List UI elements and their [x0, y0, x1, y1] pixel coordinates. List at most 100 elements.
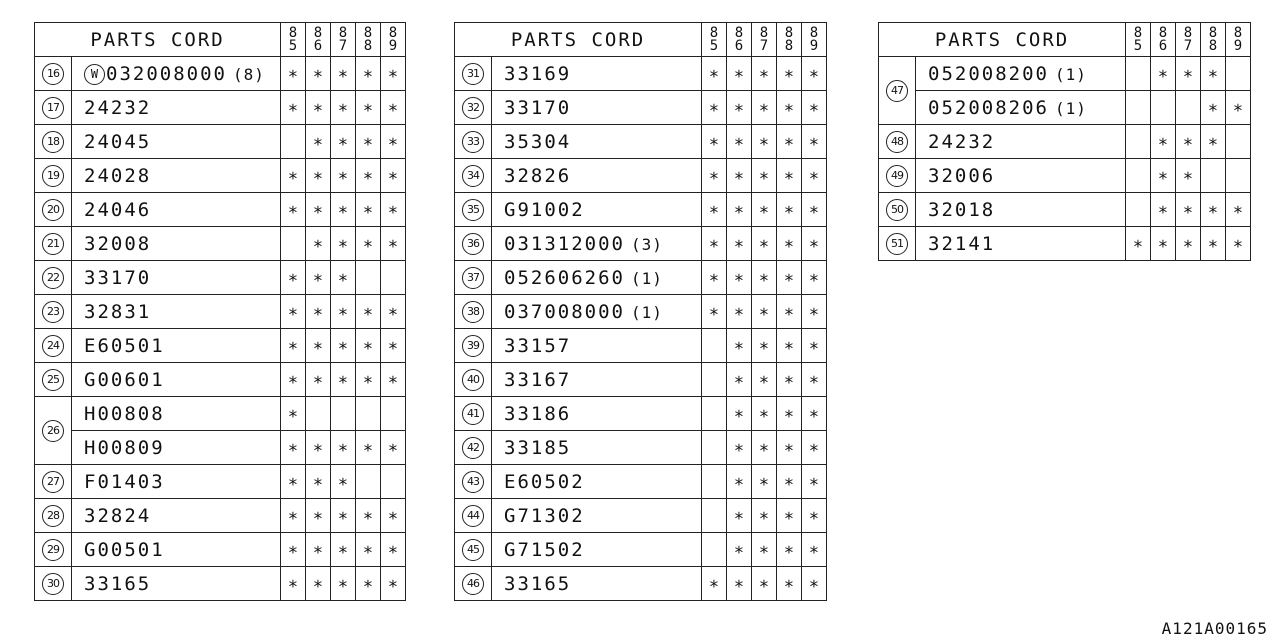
applicability-cell: [1225, 124, 1252, 159]
applicability-cell: ∗: [380, 158, 407, 193]
applicability-cell: ∗: [726, 56, 753, 91]
circled-reference-number: 21: [42, 233, 64, 255]
applicability-cell: ∗: [1150, 226, 1177, 261]
applicability-cell: ∗: [751, 566, 778, 601]
applicability-cell: [1225, 158, 1252, 193]
applicability-cell: ∗: [776, 124, 803, 159]
applicability-cell: ∗: [801, 498, 828, 533]
applicable-mark: ∗: [783, 301, 795, 322]
circled-reference-number: 41: [462, 403, 484, 425]
applicability-cell: ∗: [801, 124, 828, 159]
applicability-cell: ∗: [751, 90, 778, 125]
part-code: 33167: [504, 368, 572, 391]
applicability-cell: ∗: [380, 430, 407, 465]
applicability-cell: [701, 328, 728, 363]
year-digit: 8: [1233, 24, 1243, 41]
applicable-mark: ∗: [733, 63, 745, 84]
quantity: (1): [1054, 98, 1087, 118]
applicability-cell: ∗: [776, 56, 803, 91]
applicability-cell: [701, 362, 728, 397]
part-code: 35304: [504, 130, 572, 153]
applicable-mark: ∗: [312, 165, 324, 186]
part-code: 32008: [84, 232, 152, 255]
applicable-mark: ∗: [1207, 97, 1219, 118]
quantity: (1): [1054, 64, 1087, 84]
applicable-mark: ∗: [387, 199, 399, 220]
circled-reference-number: 17: [42, 97, 64, 119]
applicability-cell: ∗: [801, 328, 828, 363]
applicability-cell: ∗: [776, 498, 803, 533]
year-digit: 8: [759, 24, 769, 41]
applicable-mark: ∗: [758, 63, 770, 84]
reference-number-cell: 24: [34, 328, 72, 363]
circled-reference-number: 49: [886, 165, 908, 187]
applicable-mark: ∗: [312, 437, 324, 458]
applicable-mark: ∗: [783, 437, 795, 458]
year-digit: 9: [1233, 37, 1243, 54]
applicability-cell: [1225, 56, 1252, 91]
reference-number-cell: 37: [454, 260, 492, 295]
part-code-cell: 32824: [70, 498, 282, 533]
applicability-cell: [1200, 158, 1227, 193]
applicability-cell: ∗: [751, 192, 778, 227]
applicability-cell: ∗: [330, 532, 357, 567]
applicability-cell: ∗: [751, 498, 778, 533]
applicable-mark: ∗: [783, 165, 795, 186]
year-digit: 7: [1183, 37, 1193, 54]
applicable-mark: ∗: [387, 437, 399, 458]
applicable-mark: ∗: [287, 539, 299, 560]
part-code-cell: 35304: [490, 124, 703, 159]
applicable-mark: ∗: [337, 97, 349, 118]
part-code: 32141: [928, 232, 996, 255]
applicable-mark: ∗: [312, 539, 324, 560]
part-code: 24232: [84, 96, 152, 119]
applicability-cell: ∗: [701, 124, 728, 159]
applicable-mark: ∗: [337, 267, 349, 288]
applicability-cell: ∗: [776, 396, 803, 431]
applicability-cell: ∗: [801, 90, 828, 125]
applicability-cell: [380, 260, 407, 295]
circled-reference-number: 48: [886, 131, 908, 153]
applicability-cell: [280, 226, 307, 261]
applicable-mark: ∗: [783, 233, 795, 254]
circled-reference-number: 19: [42, 165, 64, 187]
year-digit: 9: [809, 37, 819, 54]
applicable-mark: ∗: [808, 505, 820, 526]
applicable-mark: ∗: [362, 505, 374, 526]
applicable-mark: ∗: [808, 369, 820, 390]
applicability-cell: ∗: [330, 158, 357, 193]
part-code-cell: 24046: [70, 192, 282, 227]
applicable-mark: ∗: [312, 573, 324, 594]
circled-reference-number: 31: [462, 63, 484, 85]
applicability-cell: ∗: [280, 362, 307, 397]
applicable-mark: ∗: [312, 199, 324, 220]
applicable-mark: ∗: [362, 301, 374, 322]
part-code: 33186: [504, 402, 572, 425]
applicability-cell: ∗: [726, 226, 753, 261]
applicable-mark: ∗: [758, 505, 770, 526]
reference-number-cell: 33: [454, 124, 492, 159]
circled-reference-number: 37: [462, 267, 484, 289]
applicable-mark: ∗: [1157, 165, 1169, 186]
circled-reference-number: 22: [42, 267, 64, 289]
applicable-mark: ∗: [783, 505, 795, 526]
applicability-cell: [1125, 158, 1152, 193]
year-digit: 8: [1183, 24, 1193, 41]
applicable-mark: ∗: [733, 369, 745, 390]
applicability-cell: ∗: [751, 56, 778, 91]
reference-number-cell: 27: [34, 464, 72, 499]
